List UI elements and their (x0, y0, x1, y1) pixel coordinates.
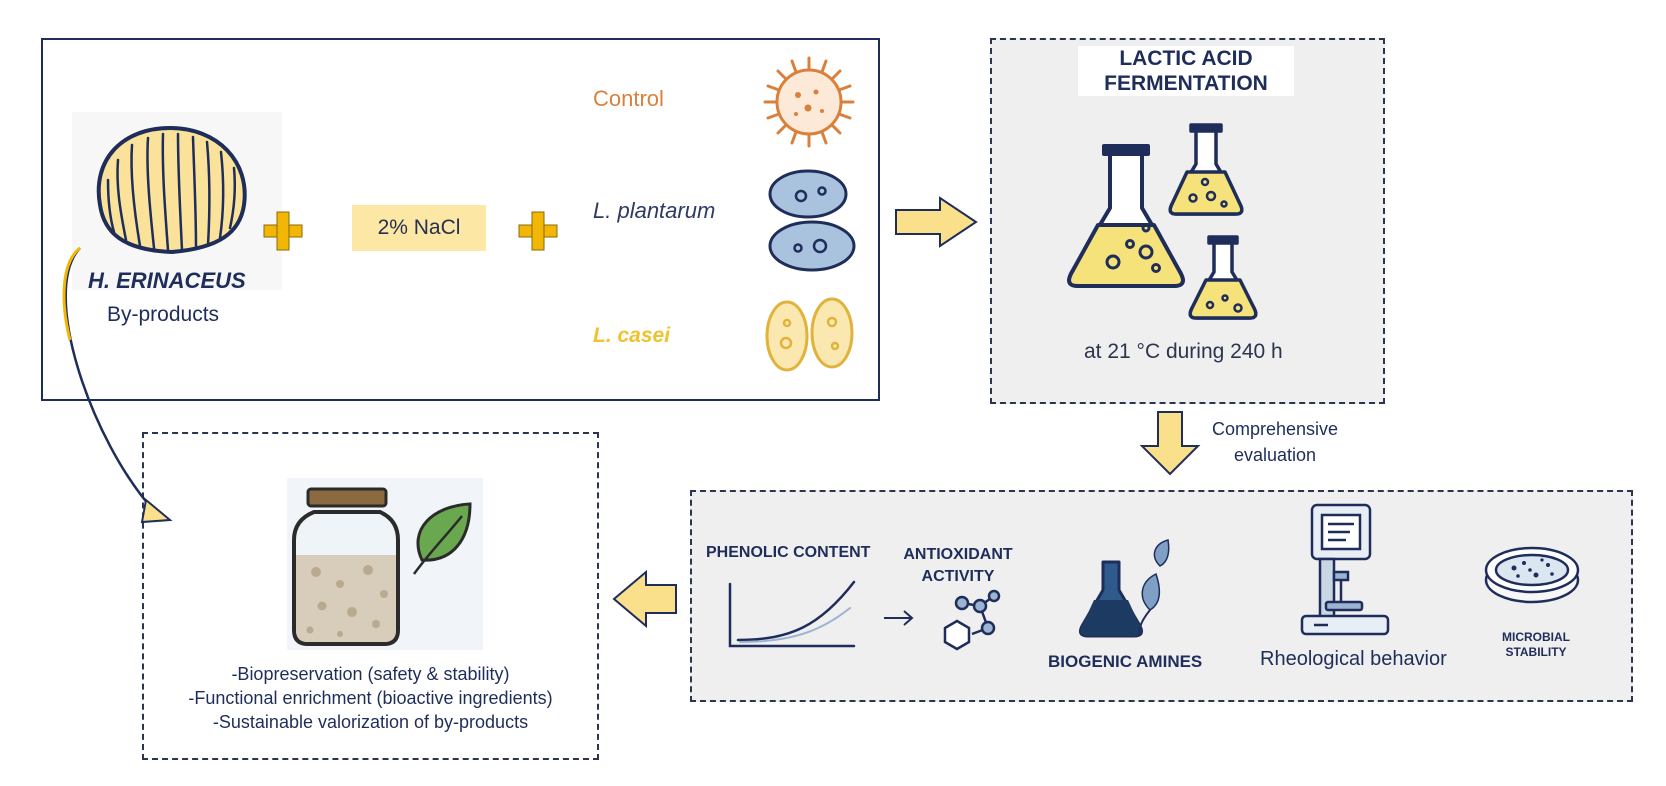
comprehensive-evaluation-label: Comprehensive evaluation (1211, 419, 1339, 465)
fermentation-conditions: at 21 °C during 240 h (1084, 340, 1283, 363)
mushroom-icon (72, 112, 282, 290)
rheological-label: Rheological behavior (1260, 648, 1447, 670)
outcome-item: -Functional enrichment (bioactive ingred… (188, 688, 553, 708)
arrow-right-small-icon (884, 610, 914, 626)
species-label: H. ERINACEUS (88, 268, 246, 293)
casei-cells-icon (765, 297, 854, 372)
biogenic-label: BIOGENIC AMINES (1048, 652, 1203, 671)
left-arrow-icon (612, 569, 677, 629)
outcome-item: -Sustainable valorization of by-products (212, 712, 529, 732)
jar-icon (287, 478, 483, 650)
fermentation-title: LACTIC ACID FERMENTATION (1078, 46, 1294, 96)
outcome-item: -Biopreservation (safety & stability) (231, 664, 510, 684)
evaluation-panel (690, 490, 1633, 702)
petri-dish-icon (1484, 546, 1580, 604)
rheometer-icon (1300, 503, 1390, 636)
virus-icon (763, 56, 855, 148)
treatment-control: Control (593, 86, 664, 111)
byproducts-label: By-products (107, 303, 220, 326)
treatment-casei: L. casei (593, 324, 671, 347)
fermentation-panel (990, 38, 1385, 404)
plus-icon (263, 211, 303, 251)
antioxidant-label: ANTIOXIDANT ACTIVITY (903, 546, 1013, 585)
molecule-icon (943, 589, 1001, 651)
plantarum-cells-icon (768, 169, 856, 272)
down-arrow-icon (1139, 411, 1201, 476)
outcome-list: -Biopreservation (safety & stability) -F… (142, 662, 599, 734)
right-arrow-icon (895, 196, 978, 248)
salt-label: 2% NaCl (352, 205, 486, 251)
amine-flask-icon (1079, 539, 1170, 638)
phenolic-label: PHENOLIC CONTENT (706, 544, 871, 561)
microbial-label: MICROBIAL STABILITY (1502, 630, 1570, 659)
plus-icon (518, 211, 558, 251)
treatment-plantarum: L. plantarum (593, 198, 716, 223)
phenolic-chart-icon (728, 580, 856, 648)
flask-icon (1188, 235, 1258, 320)
flask-icon (1168, 123, 1244, 216)
curved-arrow-icon (64, 247, 156, 513)
flask-icon (1067, 144, 1185, 288)
